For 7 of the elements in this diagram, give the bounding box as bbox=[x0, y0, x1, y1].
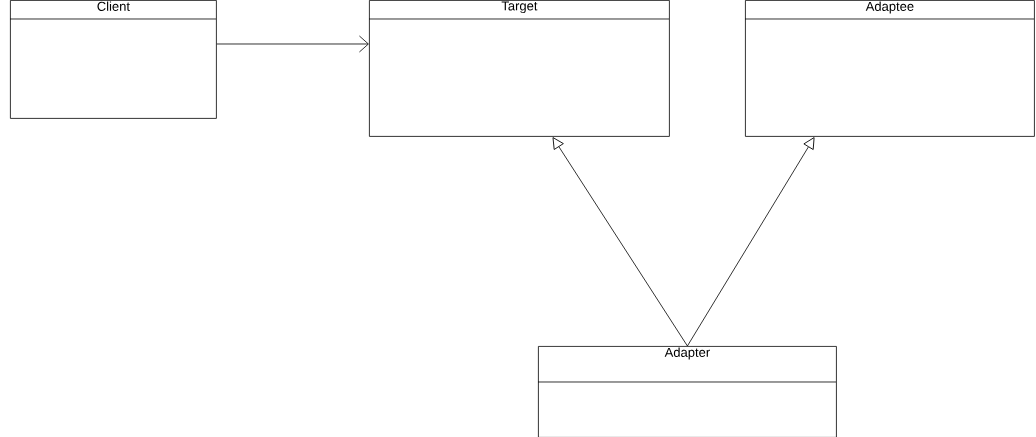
class-box: Client bbox=[9, 0, 217, 119]
class-box: Target bbox=[368, 0, 670, 137]
class-box: Adapter bbox=[537, 346, 837, 437]
arrow bbox=[216, 35, 369, 53]
class-box: Adaptee bbox=[744, 0, 1035, 137]
arrow bbox=[687, 137, 815, 347]
arrow bbox=[552, 137, 688, 347]
